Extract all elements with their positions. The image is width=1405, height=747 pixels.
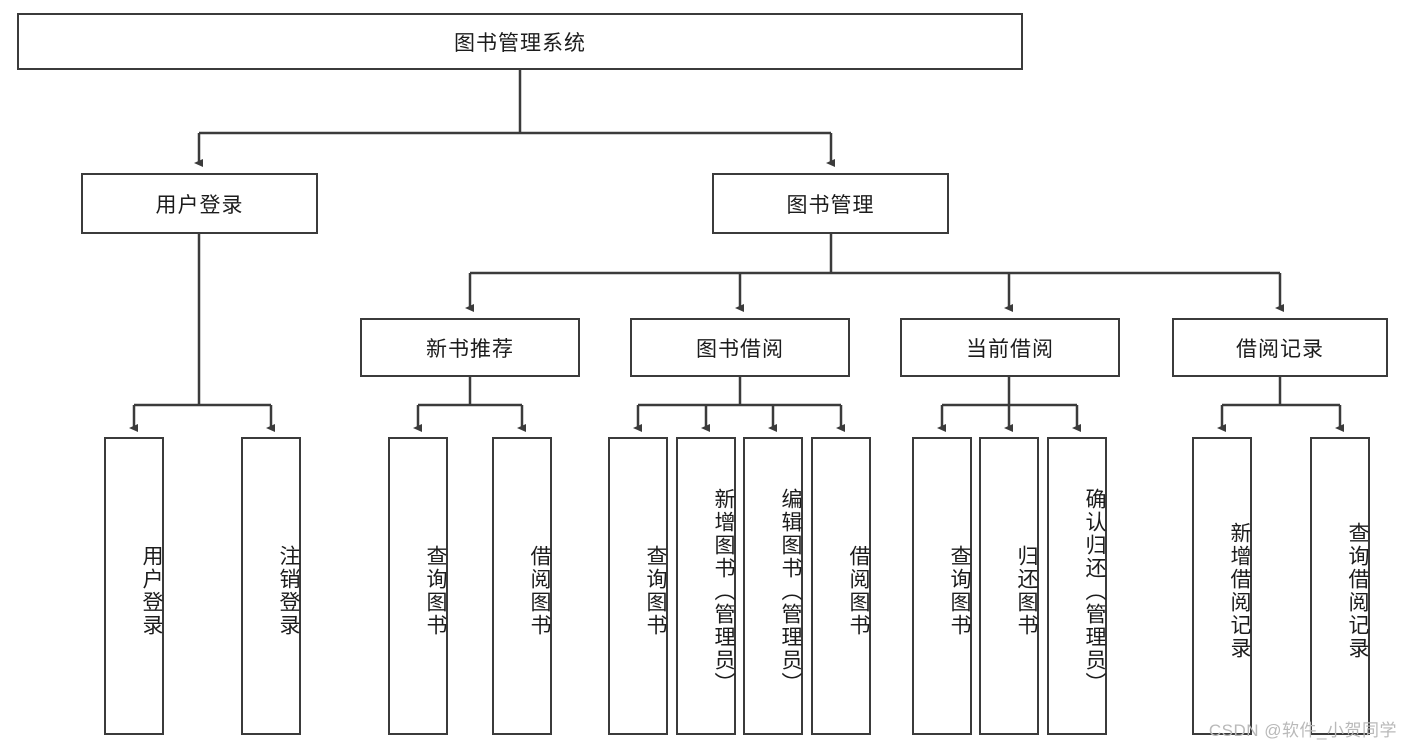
node-leaf-query-book-borrow[interactable]: 查询图书 (608, 437, 668, 735)
node-label: 查询借阅记录 (1346, 522, 1369, 660)
node-book-management[interactable]: 图书管理 (712, 173, 949, 234)
node-label: 用户登录 (140, 545, 163, 637)
node-label: 用户登录 (155, 193, 244, 217)
node-label: 查询图书 (948, 545, 971, 637)
node-leaf-add-book-admin[interactable]: 新增图书（管理员） (676, 437, 736, 735)
node-label: 查询图书 (424, 545, 447, 637)
node-leaf-user-login[interactable]: 用户登录 (104, 437, 164, 735)
node-label: 新增借阅记录 (1228, 522, 1251, 660)
node-label: 新增图书（管理员） (712, 487, 735, 695)
node-book-borrow[interactable]: 图书借阅 (630, 318, 850, 377)
node-leaf-query-book-recommend[interactable]: 查询图书 (388, 437, 448, 735)
node-leaf-confirm-return-admin[interactable]: 确认归还（管理员） (1047, 437, 1107, 735)
watermark: CSDN @软件_小贺同学 (1208, 721, 1397, 740)
node-label: 编辑图书（管理员） (779, 487, 802, 695)
node-leaf-borrow-book[interactable]: 借阅图书 (811, 437, 871, 735)
node-label: 确认归还（管理员） (1083, 487, 1106, 695)
node-user-login[interactable]: 用户登录 (81, 173, 318, 234)
node-label: 新书推荐 (426, 337, 514, 361)
node-leaf-logout[interactable]: 注销登录 (241, 437, 301, 735)
node-leaf-query-book-current[interactable]: 查询图书 (912, 437, 972, 735)
node-label: 归还图书 (1015, 545, 1038, 637)
node-label: 借阅图书 (528, 545, 551, 637)
node-label: 图书管理 (786, 193, 875, 217)
node-label: 借阅图书 (847, 545, 870, 637)
node-label: 图书管理系统 (454, 31, 586, 55)
node-current-borrow[interactable]: 当前借阅 (900, 318, 1120, 377)
node-leaf-add-borrow-record[interactable]: 新增借阅记录 (1192, 437, 1252, 735)
node-label: 图书借阅 (696, 337, 784, 361)
node-leaf-query-borrow-record[interactable]: 查询借阅记录 (1310, 437, 1370, 735)
node-leaf-return-book[interactable]: 归还图书 (979, 437, 1039, 735)
node-label: 查询图书 (644, 545, 667, 637)
node-label: 注销登录 (277, 545, 300, 637)
node-leaf-edit-book-admin[interactable]: 编辑图书（管理员） (743, 437, 803, 735)
node-leaf-borrow-book-recommend[interactable]: 借阅图书 (492, 437, 552, 735)
node-label: 借阅记录 (1236, 337, 1324, 361)
node-new-book-recommend[interactable]: 新书推荐 (360, 318, 580, 377)
node-label: 当前借阅 (966, 337, 1054, 361)
node-book-management-system[interactable]: 图书管理系统 (17, 13, 1023, 70)
node-borrow-record[interactable]: 借阅记录 (1172, 318, 1388, 377)
